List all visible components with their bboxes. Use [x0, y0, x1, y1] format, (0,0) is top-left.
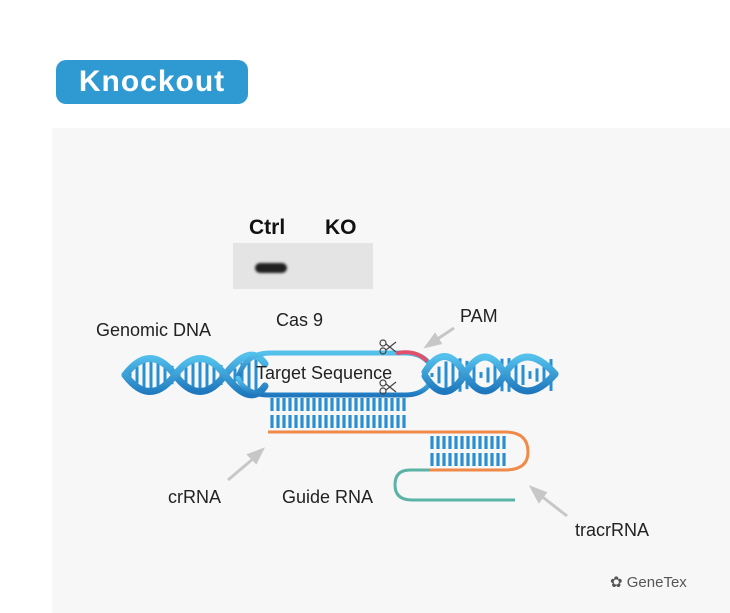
tracrrna-tail-teal: [393, 468, 515, 502]
watermark: ✿ GeneTex: [610, 573, 687, 591]
guide-rna-base-pairs: [270, 398, 406, 428]
pam-site: [396, 350, 428, 362]
tracrrna-base-pairs: [430, 436, 506, 466]
section-title-badge: Knockout: [56, 60, 248, 104]
pam-label: PAM: [460, 306, 498, 326]
western-blot-image: [233, 243, 373, 289]
blot-band-ctrl: [255, 263, 287, 273]
crrna-label: crRNA: [168, 487, 221, 507]
tracrrna-label: tracrRNA: [575, 520, 650, 540]
blot-lane-ctrl-label: Ctrl: [249, 216, 286, 239]
scissors-icon-top: [379, 339, 397, 355]
guide-rna-label: Guide RNA: [282, 487, 374, 507]
scissors-icon-bottom: [379, 379, 397, 395]
arrows: [227, 326, 568, 518]
watermark-text: GeneTex: [626, 574, 687, 591]
cas9-label: Cas 9: [276, 310, 324, 330]
dna-helix-left: [121, 351, 269, 399]
tracrrna-loop-orange: [410, 430, 530, 472]
wechat-icon: ✿: [610, 574, 623, 591]
dna-helix-right: [421, 353, 559, 395]
genomic-dna-label: Genomic DNA: [96, 320, 212, 340]
blot-lane-ko-label: KO: [325, 216, 357, 239]
target-sequence-label: Target Sequence: [256, 363, 393, 383]
